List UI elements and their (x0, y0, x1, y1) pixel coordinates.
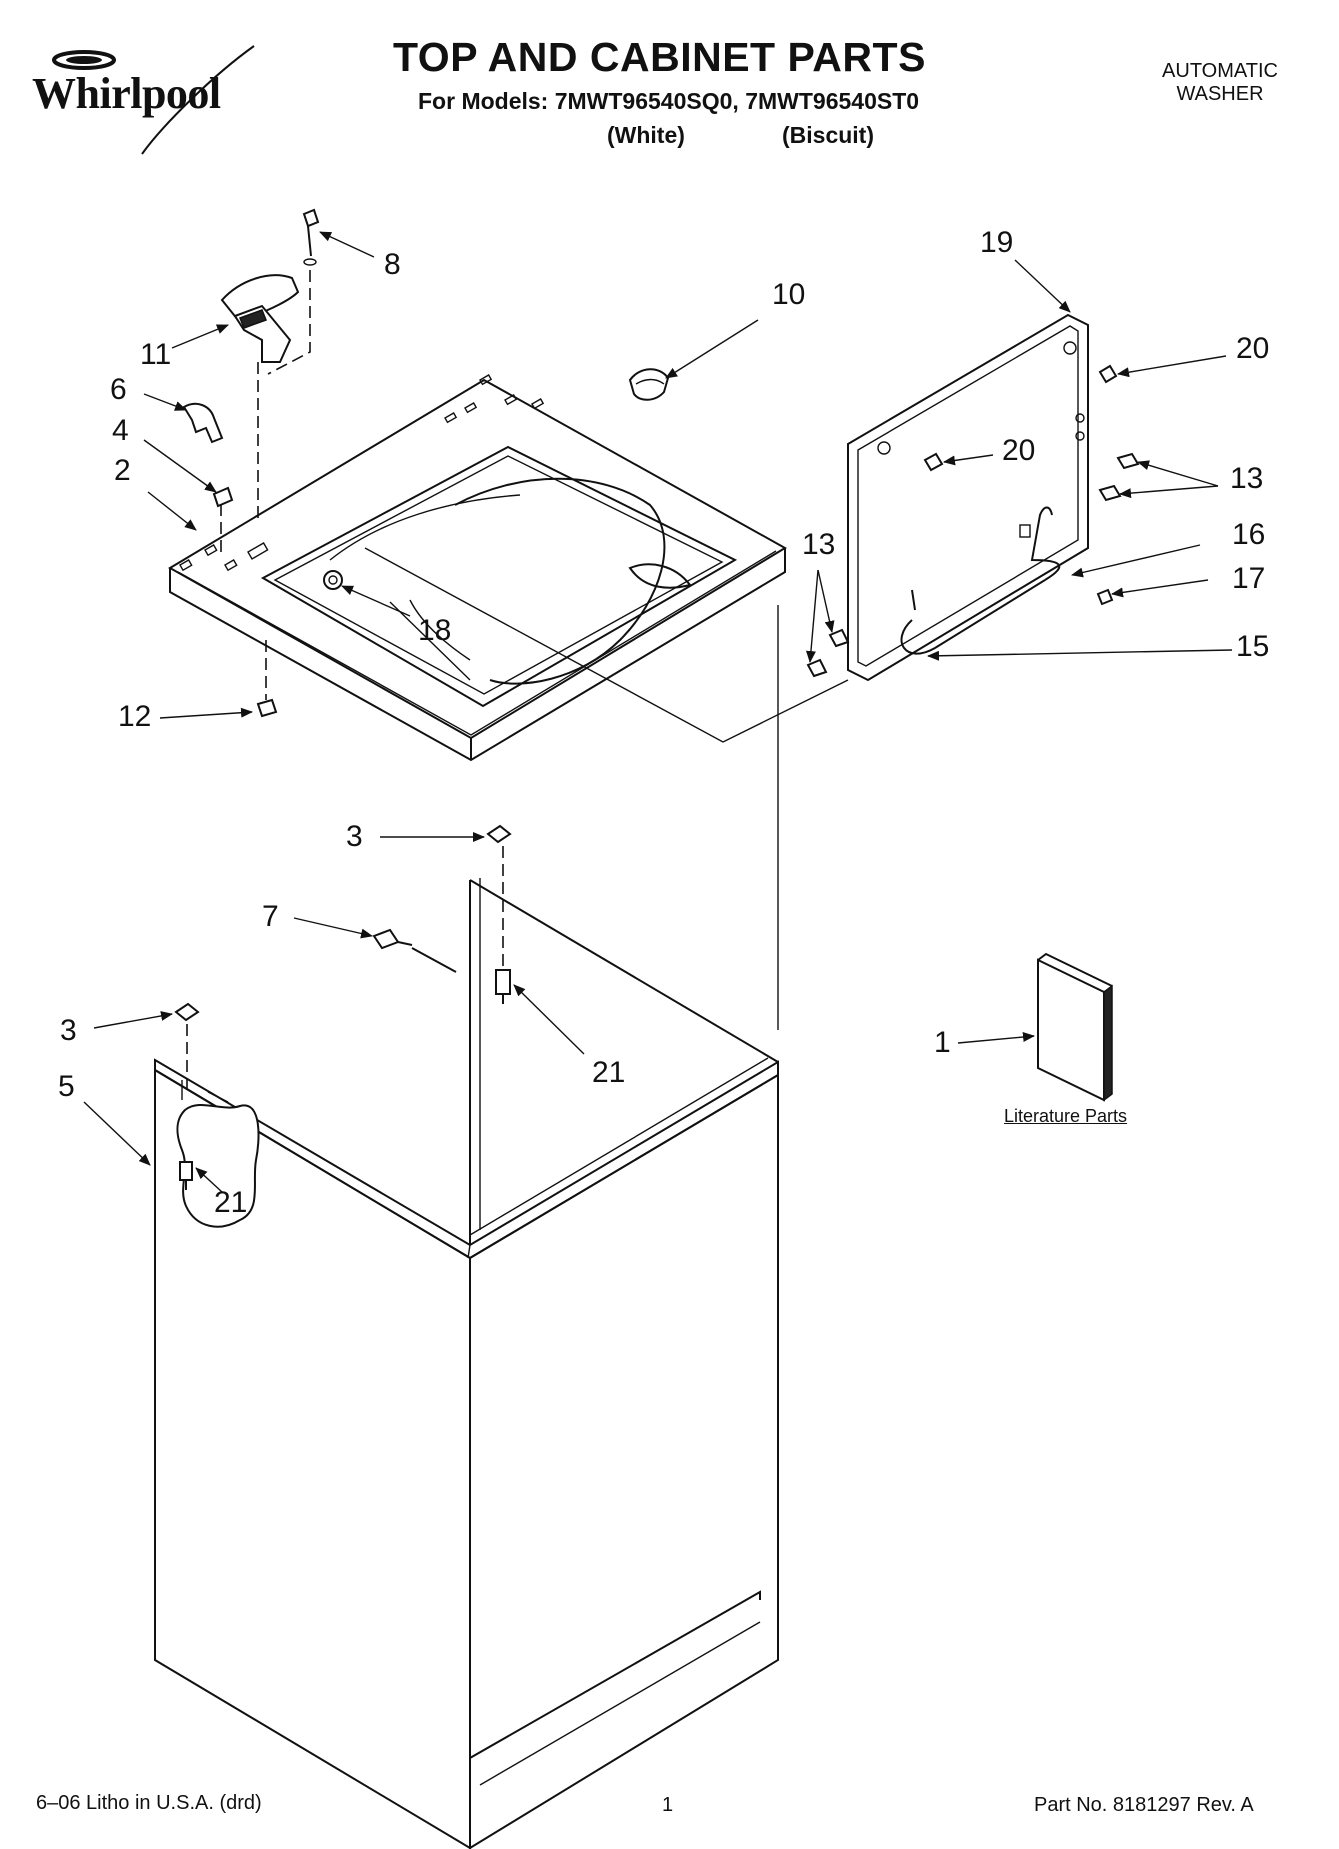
footer-litho: 6–06 Litho in U.S.A. (drd) (36, 1792, 262, 1814)
lid-switch-parts (182, 208, 320, 718)
callout-13-left: 13 (802, 528, 836, 561)
variant-white: (White) (607, 122, 685, 148)
callout-3-upper: 3 (346, 820, 363, 853)
footer-part-number: Part No. 8181297 Rev. A (1034, 1794, 1254, 1816)
callout-7: 7 (262, 900, 279, 933)
logo-swoosh-icon (52, 45, 255, 155)
callout-leaders (83, 231, 1233, 1193)
callout-20-top: 20 (1236, 332, 1270, 365)
callout-6: 6 (110, 373, 127, 406)
callout-20-mid: 20 (1002, 434, 1036, 467)
brand-wordmark: Whirlpool (32, 69, 221, 118)
footer-page-number: 1 (662, 1794, 674, 1816)
callout-15: 15 (1236, 630, 1270, 663)
dispenser-cap-part (628, 368, 670, 401)
literature-parts-label: Literature Parts (1004, 1106, 1128, 1126)
brand-logo: Whirlpool (22, 36, 262, 156)
callout-16: 16 (1232, 518, 1266, 551)
callout-18: 18 (418, 614, 452, 647)
callout-2: 2 (114, 454, 131, 487)
callout-17: 17 (1232, 562, 1266, 595)
models-line: For Models: 7MWT96540SQ0, 7MWT96540ST0 (418, 88, 920, 114)
callout-5: 5 (58, 1070, 75, 1103)
appliance-line-2: WASHER (1176, 83, 1264, 105)
appliance-type: AUTOMATIC WASHER (1150, 60, 1290, 106)
top-panel-part (168, 374, 787, 762)
callout-3-lower: 3 (60, 1014, 77, 1047)
cabinet-part (154, 878, 779, 1849)
appliance-line-1: AUTOMATIC (1162, 60, 1278, 82)
cabinet-hardware (174, 824, 512, 1190)
callout-13-right: 13 (1230, 462, 1264, 495)
callout-4: 4 (112, 414, 129, 447)
callout-12: 12 (118, 700, 152, 733)
variant-biscuit: (Biscuit) (782, 122, 874, 148)
callout-1: 1 (934, 1026, 951, 1059)
callout-11: 11 (140, 338, 172, 371)
page-title: TOP AND CABINET PARTS (393, 34, 926, 80)
callout-21-upper: 21 (592, 1056, 626, 1089)
assembly-reference-line (364, 547, 849, 743)
rear-panel-part (806, 313, 1140, 682)
literature-booklet-part (1037, 952, 1113, 1102)
callout-21-lower: 21 (214, 1186, 248, 1219)
callout-10: 10 (772, 278, 806, 311)
callout-19: 19 (980, 226, 1014, 259)
callout-8: 8 (384, 248, 401, 281)
